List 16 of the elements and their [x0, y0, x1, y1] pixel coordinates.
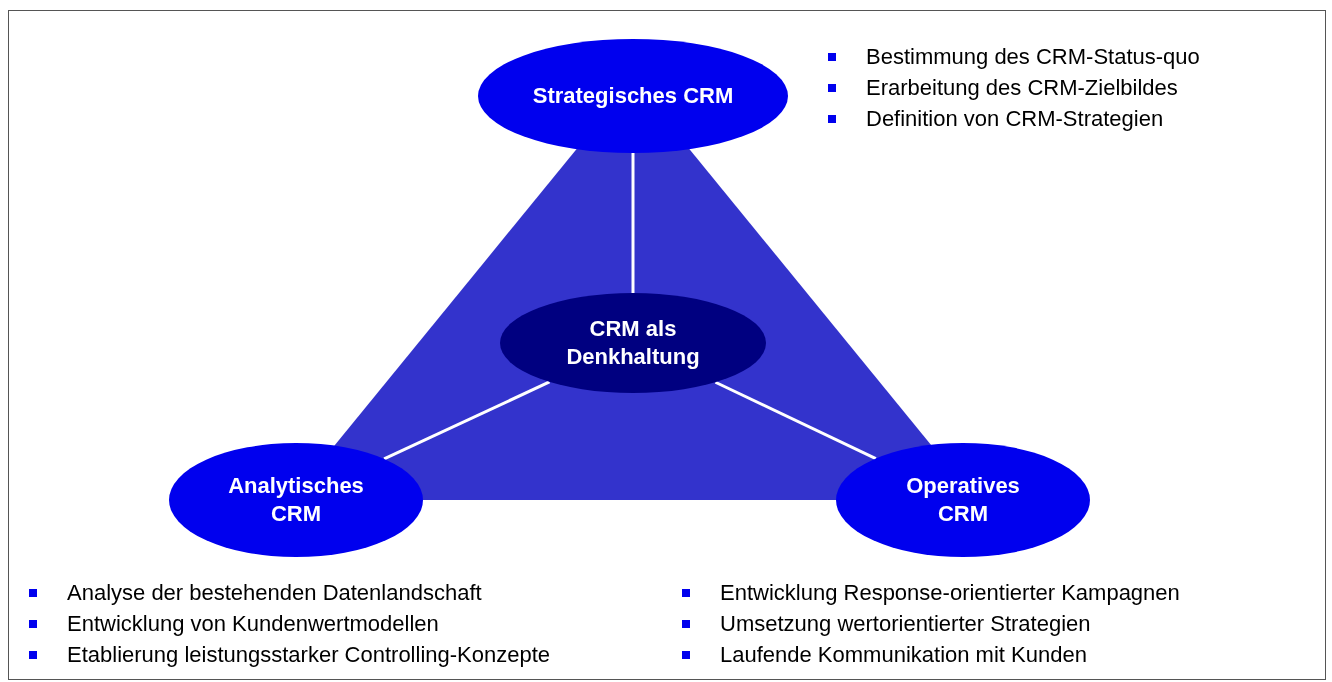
bullet-text: Entwicklung von Kundenwertmodellen: [67, 612, 439, 636]
bullet-text: Laufende Kommunikation mit Kunden: [720, 643, 1087, 667]
bullet-text: Erarbeitung des CRM-Zielbildes: [866, 76, 1178, 100]
connector-line: [631, 153, 635, 293]
bullet-text: Etablierung leistungsstarker Controlling-Konzepte: [67, 643, 551, 667]
node-label: Operatives CRM: [905, 472, 1021, 528]
bullet-text: Analyse der bestehenden Datenlandschaft: [67, 581, 482, 605]
connector-line: [383, 380, 551, 461]
bullet-text: Definition von CRM-Strategien: [866, 107, 1164, 131]
node-label: Analytisches CRM: [227, 472, 365, 528]
bullet-text: Entwicklung Response-orientierter Kampagnen: [720, 581, 1180, 605]
connector-line: [714, 380, 877, 460]
node-label: Strategisches CRM: [532, 82, 734, 110]
node-label: CRM als Denkhaltung: [565, 315, 701, 371]
bullet-text: Bestimmung des CRM-Status-quo: [866, 45, 1200, 69]
bullet-text: Umsetzung wertorientierter Strategien: [720, 612, 1091, 636]
